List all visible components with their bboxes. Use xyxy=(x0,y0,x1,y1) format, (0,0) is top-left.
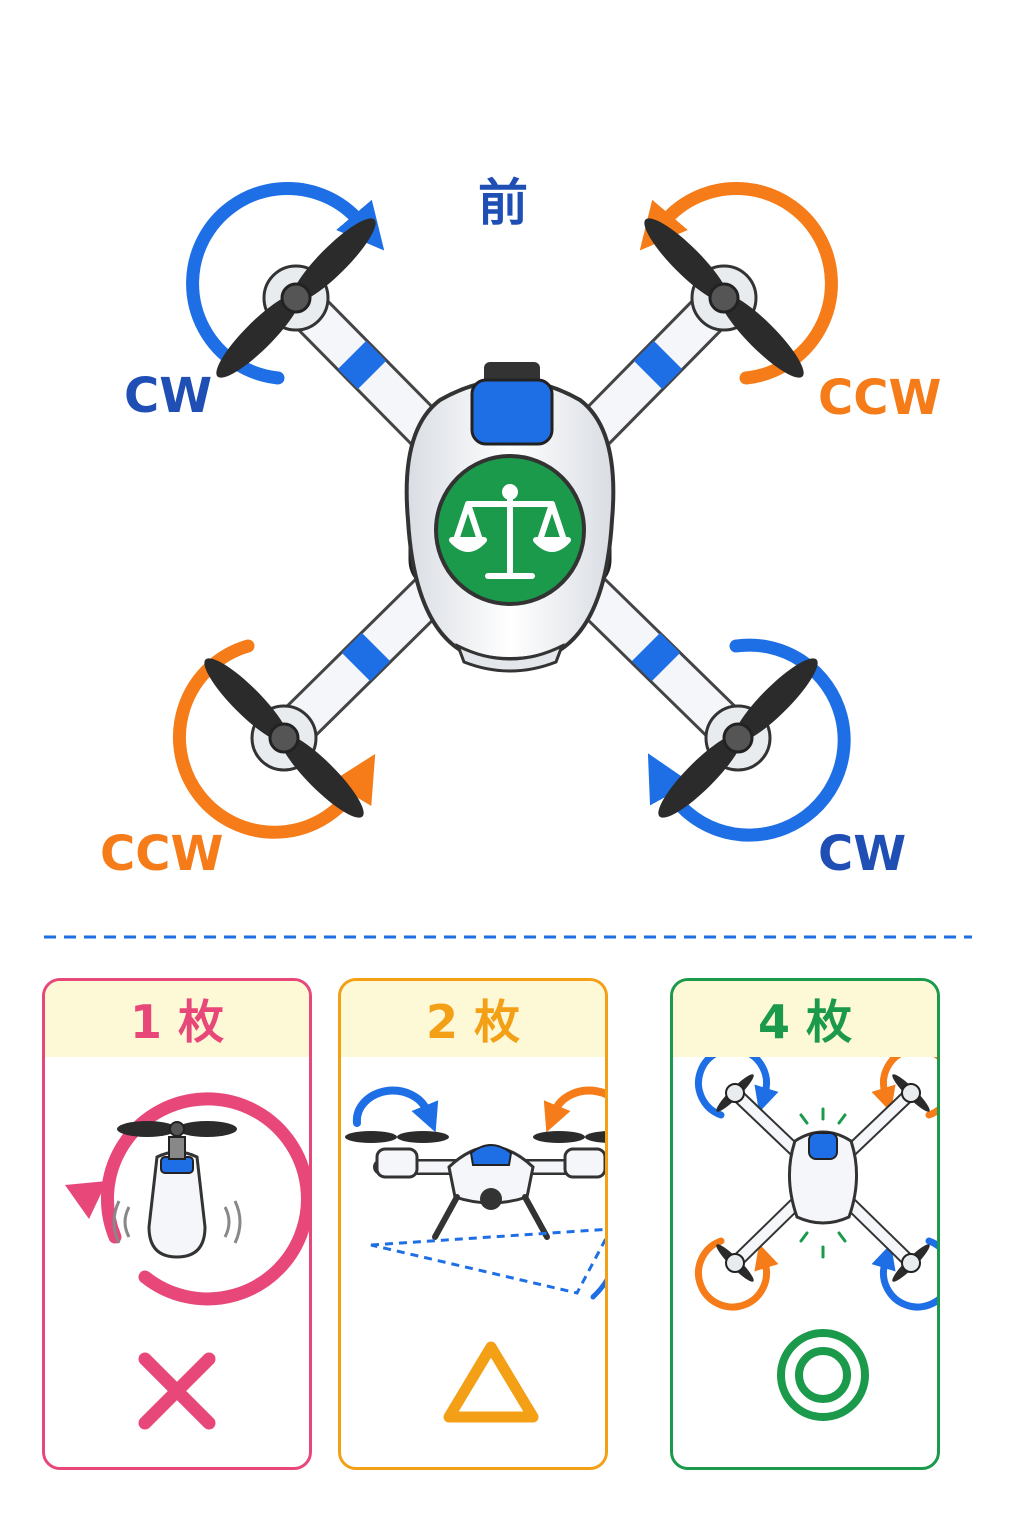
balance-scale-icon xyxy=(449,484,571,579)
panel-title: 4 枚 xyxy=(673,981,937,1057)
motor-bottom-right xyxy=(658,658,818,818)
panel-four-rotors: 4 枚 xyxy=(670,978,940,1470)
rotor-label-bottom-right: CW xyxy=(818,826,907,882)
panel-title: 2 枚 xyxy=(341,981,605,1057)
motor-bottom-left xyxy=(204,658,364,818)
single-rotor-icon xyxy=(65,1092,309,1306)
panel-title: 1 枚 xyxy=(45,981,309,1057)
spin-arrow-head xyxy=(65,1181,107,1219)
cw-arrow-bottom-right xyxy=(647,638,851,842)
triangle-mark-icon xyxy=(443,1341,539,1423)
spin-arrow xyxy=(100,1092,309,1306)
quadcopter-icon xyxy=(695,1057,937,1311)
quadcopter-drone xyxy=(204,218,818,818)
motor-top-left xyxy=(216,218,376,378)
rotor-label-top-right: CCW xyxy=(818,370,942,426)
front-label: 前 xyxy=(478,174,528,232)
motor-top-right xyxy=(644,218,804,378)
drone-body xyxy=(404,362,616,673)
dual-rotor-drone-icon xyxy=(345,1086,605,1300)
cross-mark-icon xyxy=(138,1352,216,1430)
panel-one-rotor: 1 枚 xyxy=(42,978,312,1470)
double-circle-mark-icon xyxy=(777,1329,869,1421)
rotor-label-top-left: CW xyxy=(124,368,213,424)
ccw-arrow-bottom-left xyxy=(172,639,376,839)
ccw-arrow-top-right xyxy=(639,182,838,385)
rotor-label-bottom-left: CCW xyxy=(100,826,224,882)
panel-two-rotors: 2 枚 xyxy=(338,978,608,1470)
